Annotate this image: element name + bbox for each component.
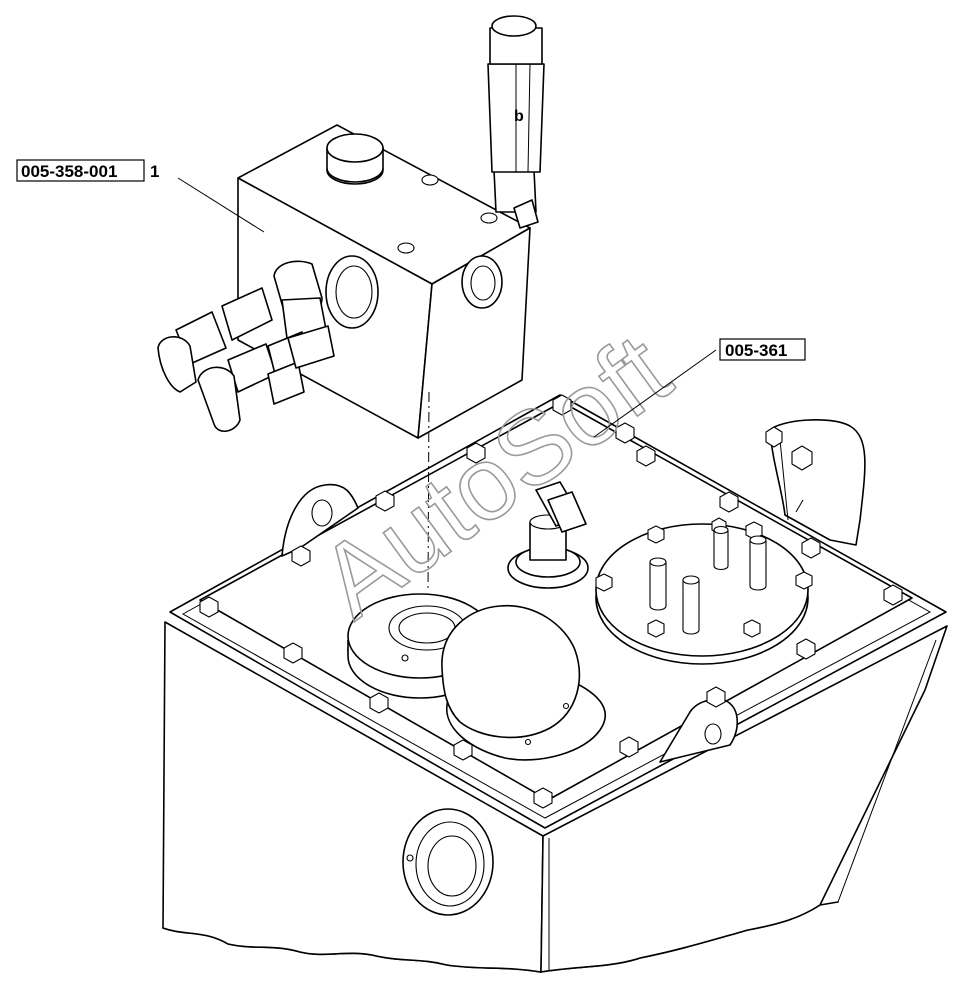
filter-screw [401,654,409,662]
right-ear-hole [704,723,722,745]
cover-bolt[interactable] [719,491,739,513]
rod-top [713,525,729,535]
block-screw[interactable] [480,212,498,224]
left-ear-hole [311,499,333,527]
rod [749,539,767,591]
rod-top [749,535,767,545]
leader-block [177,177,265,233]
cap-screw [524,738,532,746]
flange-bolt[interactable] [647,525,665,544]
tank-side-port-inner [427,835,477,897]
hydraulic-tank[interactable] [162,394,948,973]
switch-hex-line [527,63,531,173]
callout-tank-part-number: 005-361 [725,341,787,360]
hose-fitting[interactable] [287,325,335,369]
bracket-slot [795,499,804,513]
flange-bolt[interactable] [743,619,761,638]
cover-bolt[interactable] [636,445,656,467]
cover-bolt[interactable] [801,537,821,559]
breather-nut [547,491,587,533]
bracket-bolt[interactable] [791,445,813,471]
switch-mark-icon: b [514,108,524,125]
switch-adapter [513,199,539,229]
port-screw [406,854,414,862]
hose-fitting[interactable] [221,287,273,341]
rod-top [649,557,667,567]
filter-bore [398,612,456,644]
callout-block-box[interactable] [16,159,145,182]
rod-top [682,575,700,585]
block-screw[interactable] [397,242,415,254]
cover-bolt[interactable] [706,686,726,708]
assembly-center-line [427,391,430,593]
cover-bolt[interactable] [466,442,486,464]
callout-block-item-number: 1 [150,162,159,181]
flange-bolt[interactable] [795,571,813,590]
switch-cap [491,15,537,37]
cover-bolt[interactable] [283,642,303,664]
flange-bolt[interactable] [595,573,613,592]
block-screw[interactable] [421,174,439,186]
cover-bolt[interactable] [883,584,903,606]
front-port-ring [335,265,373,319]
cover-bolt[interactable] [796,638,816,660]
sensor-rods [649,525,767,635]
bracket-edge [779,439,789,521]
cover-bolt[interactable] [369,692,389,714]
valve-block[interactable] [157,124,531,439]
hose-elbow[interactable] [197,366,241,432]
cover-bolt[interactable] [619,736,639,758]
rod [713,529,729,571]
bracket-bolt-2[interactable] [765,426,783,448]
cover-bolt[interactable] [615,422,635,444]
rod [649,561,667,611]
cover-bolt[interactable] [375,490,395,512]
callout-block-part-number: 005-358-001 [21,162,117,181]
filter-cap[interactable] [441,605,581,739]
cover-bolt[interactable] [453,739,473,761]
block-plug-top [326,133,384,163]
cover-bolt[interactable] [552,394,572,416]
callout-tank-box[interactable] [719,338,806,361]
cover-bolts [199,394,903,809]
flange-bolt[interactable] [745,521,763,540]
cap-screw [562,702,570,710]
flange-bolt[interactable] [647,619,665,638]
right-lifting-ear[interactable] [659,698,739,763]
tank-right-face [540,625,948,973]
cover-bolt[interactable] [291,545,311,567]
block-side-port-inner [470,265,496,301]
round-flange[interactable] [595,523,809,657]
pressure-switch[interactable]: b [487,15,545,229]
hose-elbow[interactable] [157,336,197,393]
tank-right-inner-edge [837,639,937,903]
hose-fitting[interactable] [267,361,305,405]
rod [682,579,700,635]
cover-bolt[interactable] [199,596,219,618]
flange-bolts [595,517,813,638]
leader-tank [593,349,717,438]
cover-bolt[interactable] [533,787,553,809]
